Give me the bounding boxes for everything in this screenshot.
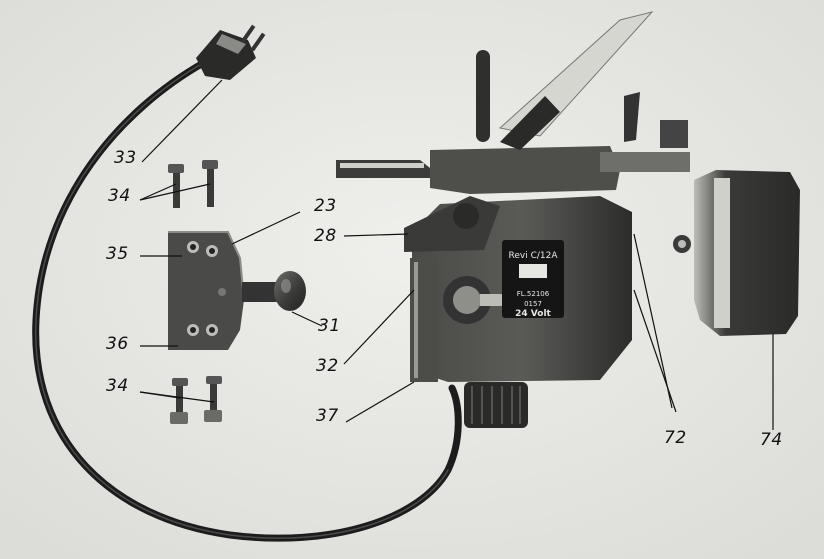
- callout-28: 28: [314, 226, 337, 246]
- leader-lines: [139, 79, 774, 430]
- plate-line-serial: FL.52106: [517, 290, 550, 298]
- callout-34-top: 34: [108, 186, 131, 206]
- callout-37: 37: [316, 406, 339, 426]
- callout-33: 33: [114, 148, 137, 168]
- gunsight-assembly: [336, 11, 690, 428]
- plate-line-voltage: 24 Volt: [515, 309, 551, 319]
- callout-23: 23: [314, 196, 337, 216]
- mounting-bracket: [168, 231, 306, 350]
- callout-32: 32: [316, 356, 339, 376]
- callout-72: 72: [664, 428, 687, 448]
- callout-36: 36: [106, 334, 129, 354]
- power-cable: [32, 58, 462, 542]
- plate-line-number: 0157: [524, 300, 542, 308]
- callout-74: 74: [760, 430, 783, 450]
- screws-top: [168, 160, 218, 208]
- name-plate-text: Revi C/12A FL.52106 0157 24 Volt: [509, 251, 559, 319]
- screws-bottom: [170, 376, 222, 424]
- lamp-housing: [673, 170, 800, 336]
- plate-line-model: Revi C/12A: [509, 251, 559, 261]
- callout-34-bottom: 34: [106, 376, 129, 396]
- plug: [196, 24, 266, 80]
- callout-31: 31: [318, 316, 341, 336]
- callout-35: 35: [106, 244, 129, 264]
